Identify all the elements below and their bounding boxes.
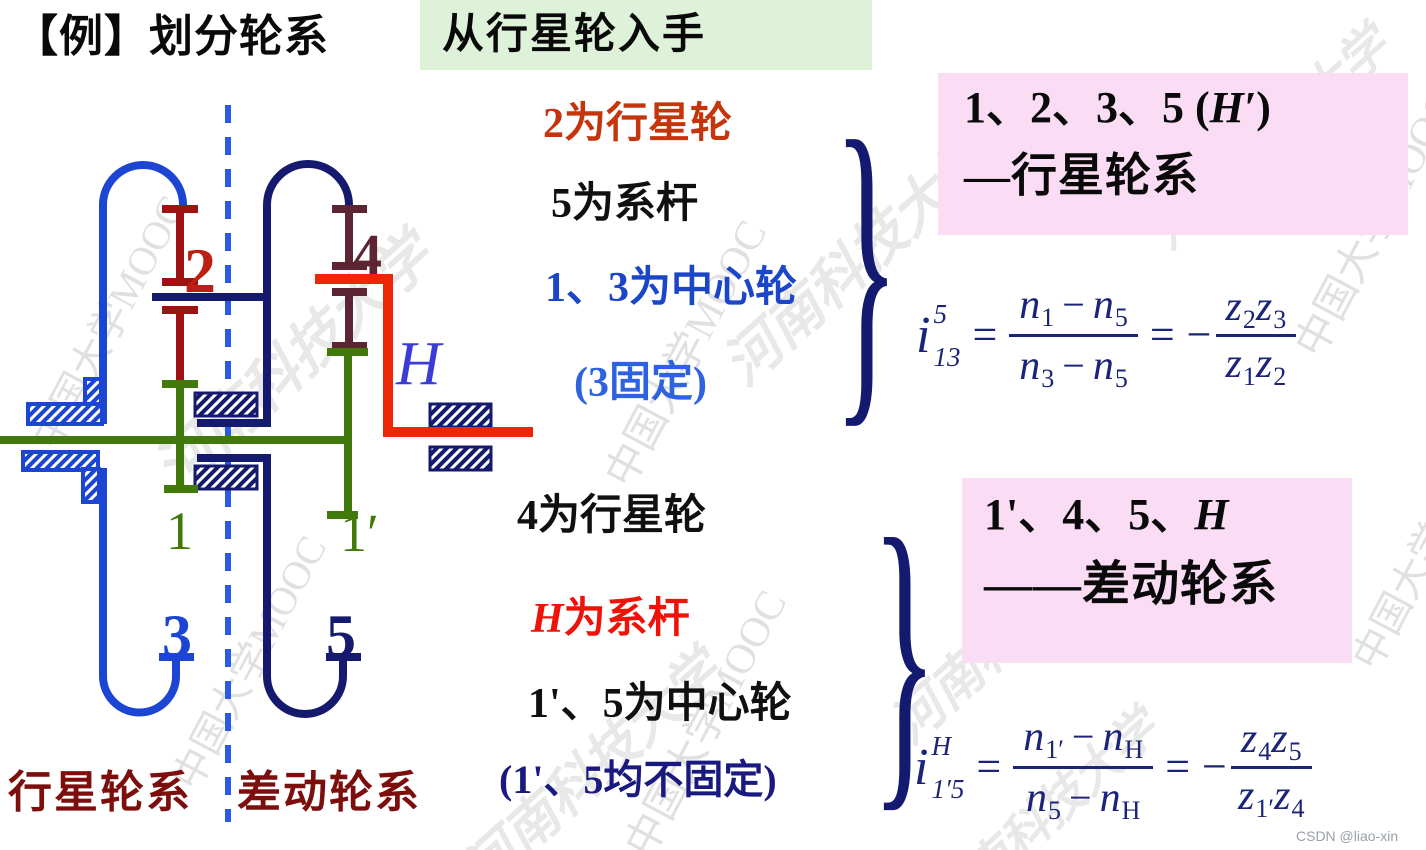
planet-gear-2 <box>162 205 198 381</box>
page-title: 【例】划分轮系 <box>14 12 329 61</box>
H-symbol: H <box>1194 490 1229 539</box>
note-1p-5-central: 1'、5为中心轮 <box>528 681 792 727</box>
carrier-H-link <box>315 274 533 437</box>
label-gear-1: 1 <box>166 501 193 561</box>
planetary-members: 1、2、3、5 (H′) <box>964 83 1271 132</box>
differential-members: 1'、4、5、H <box>984 490 1229 539</box>
gear-5-carrier-link <box>152 160 361 718</box>
note-H-carrier: H为系杆 <box>531 595 690 643</box>
frame-bracket-left <box>21 377 104 504</box>
note-1p-5-not-fixed: (1'、5均不固定) <box>499 757 777 802</box>
region-label-differential: 差动轮系 <box>237 768 421 817</box>
approach-note-box: 从行星轮入手 <box>420 0 872 70</box>
note-3-fixed: (3固定) <box>574 360 707 406</box>
label-carrier-H: H <box>395 330 444 398</box>
region-label-planetary: 行星轮系 <box>8 768 192 817</box>
ring-gear-3 <box>99 161 194 717</box>
label-gear-4: 4 <box>353 222 382 287</box>
note-1-3-central: 1、3为中心轮 <box>545 265 798 311</box>
watermark-mooc: 中国大学MOOC <box>597 213 777 495</box>
gear-train-diagram: 2 4 H 1 1′ 3 5 <box>0 105 533 822</box>
note-4-planet: 4为行星轮 <box>517 493 707 539</box>
credit-watermark: CSDN @liao-xin <box>1296 828 1399 844</box>
brace-bottom-group: } <box>870 472 938 838</box>
note-H-carrier-symbol: H <box>531 596 564 642</box>
approach-note-text: 从行星轮入手 <box>442 11 707 58</box>
bearing-blocks <box>193 391 493 491</box>
H-prime-symbol: H′ <box>1209 83 1257 132</box>
brace-top-group: } <box>832 70 900 456</box>
differential-name: ——差动轮系 <box>984 557 1279 611</box>
planet-gear-4 <box>332 205 367 350</box>
note-5-carrier: 5为系杆 <box>551 181 699 227</box>
note-H-carrier-text: 为系杆 <box>563 596 690 642</box>
watermark-mooc: 中国大学MOOC <box>1343 408 1426 677</box>
label-gear-3: 3 <box>162 603 192 669</box>
shaft-and-gears-1-1prime <box>0 348 368 519</box>
label-gear-5: 5 <box>326 603 356 669</box>
label-gear-1prime: 1′ <box>340 503 379 563</box>
label-gear-2: 2 <box>184 235 216 306</box>
result-box-differential: 1'、4、5、H ——差动轮系 <box>962 478 1352 663</box>
note-2-planet: 2为行星轮 <box>543 101 733 147</box>
result-box-planetary: 1、2、3、5 (H′) —行星轮系 <box>938 73 1408 235</box>
planetary-name: —行星轮系 <box>964 149 1199 201</box>
